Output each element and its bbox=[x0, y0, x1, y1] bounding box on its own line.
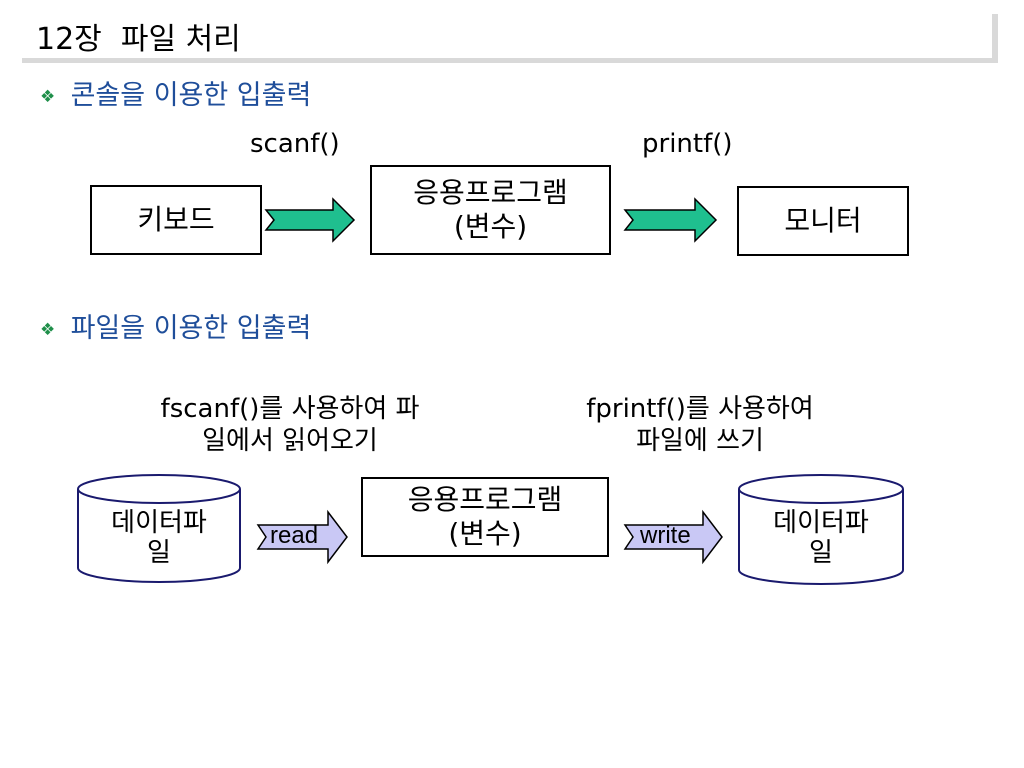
fprintf-caption: fprintf()를 사용하여 파일에 쓰기 bbox=[550, 393, 850, 457]
keyboard-box: 키보드 bbox=[90, 185, 262, 255]
section-console-io: ❖ 콘솔을 이용한 입출력 bbox=[40, 80, 311, 113]
section-console-label: 콘솔을 이용한 입출력 bbox=[70, 80, 312, 111]
scanf-arrow-icon bbox=[264, 197, 356, 243]
diamond-bullet-icon: ❖ bbox=[40, 86, 56, 107]
fscanf-caption-line2: 일에서 읽어오기 bbox=[202, 426, 378, 456]
scanf-label: scanf() bbox=[250, 129, 340, 159]
file-program-label-line1: 응용프로그램 bbox=[407, 483, 563, 516]
write-arrow-icon bbox=[623, 509, 723, 565]
diamond-bullet-icon: ❖ bbox=[40, 319, 56, 340]
datafile-cylinder-right bbox=[738, 474, 904, 585]
datafile-right-line2: 일 bbox=[809, 538, 833, 568]
file-program-label-line2: (변수) bbox=[448, 517, 522, 550]
title-underline bbox=[22, 58, 998, 63]
program-box-file: 응용프로그램 (변수) bbox=[361, 477, 609, 557]
fprintf-caption-line2: 파일에 쓰기 bbox=[636, 426, 764, 456]
printf-label: printf() bbox=[642, 129, 733, 159]
fscanf-caption: fscanf()를 사용하여 파 일에서 읽어오기 bbox=[120, 393, 460, 457]
title-side-rule bbox=[992, 14, 998, 63]
fscanf-caption-line1: fscanf()를 사용하여 파 bbox=[160, 394, 420, 424]
datafile-cylinder-left bbox=[77, 474, 241, 583]
printf-arrow-icon bbox=[623, 197, 718, 243]
fprintf-caption-line1: fprintf()를 사용하여 bbox=[586, 394, 814, 424]
keyboard-label: 키보드 bbox=[137, 203, 215, 236]
monitor-box: 모니터 bbox=[737, 186, 909, 256]
section-file-io: ❖ 파일을 이용한 입출력 bbox=[40, 313, 311, 346]
read-label: read bbox=[270, 522, 319, 549]
program-label-line2: (변수) bbox=[453, 210, 528, 243]
read-arrow-icon bbox=[256, 509, 348, 565]
datafile-left-line2: 일 bbox=[147, 538, 171, 568]
datafile-right-label: 데이터파 일 bbox=[739, 508, 903, 568]
program-label-line1: 응용프로그램 bbox=[413, 176, 568, 209]
datafile-left-label: 데이터파 일 bbox=[78, 508, 240, 568]
program-box-console: 응용프로그램 (변수) bbox=[370, 165, 611, 255]
datafile-left-line1: 데이터파 bbox=[111, 508, 207, 538]
datafile-right-line1: 데이터파 bbox=[773, 508, 869, 538]
monitor-label: 모니터 bbox=[784, 204, 862, 237]
section-file-label: 파일을 이용한 입출력 bbox=[70, 313, 312, 344]
page-title: 12장 파일 처리 bbox=[36, 22, 241, 57]
write-label: write bbox=[640, 522, 691, 549]
